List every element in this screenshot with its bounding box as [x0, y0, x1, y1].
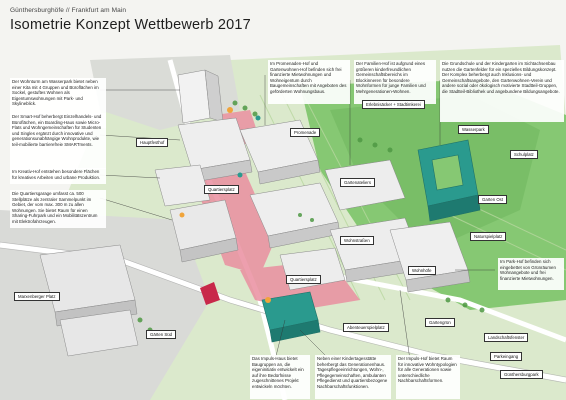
label-erlebnisacker: Erlebnisäcker + Stadtimkerei [362, 100, 425, 110]
note-impuls-hof-right: Der Impuls-Hof bietet Raum für innovativ… [396, 355, 460, 399]
label-naturspielplatz: Naturspielplatz [470, 232, 507, 242]
note-impuls-hof-left: Das Impuls-Haus bietet Baugruppen an, di… [250, 355, 310, 399]
trees [137, 100, 485, 333]
note-quartiersgarage: Die Quartiersgarage umfasst ca. 500 Stel… [10, 190, 106, 228]
label-quartiersplatz: Quartiersplatz [204, 185, 239, 195]
note-promenaden-hof: Im Promenaden-Hof und Gartenwohnen-Hof b… [268, 60, 350, 104]
label-wohnhoefe: Wohnhöfe [408, 266, 436, 276]
label-parkeingang: Parkeingang [490, 352, 523, 362]
label-abenteuerspielplatz: Abenteuerspielplatz [343, 323, 389, 333]
label-garten-sued: Gärten Süd [146, 330, 176, 340]
leader-lines [99, 75, 495, 361]
note-familien-hof: Der Familien-Hof ist aufgrund eines größ… [354, 60, 436, 104]
label-wasserpark: Wasserpark [458, 125, 489, 135]
label-wohnstrassen: Wohnstraßen [340, 236, 374, 246]
label-garten-ost: Garten Ost [478, 195, 508, 205]
note-generationenhaus: Neben einer Kindertagesstätte beherbergt… [315, 355, 391, 399]
label-guenthersburgpark: Günthersburgpark [500, 370, 543, 380]
buildings [39, 69, 471, 357]
label-marxenberger-platz: Marxenberger Platz [14, 292, 60, 302]
project-subtitle: Günthersburghöfe // Frankfurt am Main [10, 7, 127, 14]
label-landschaftsfenster: Landschaftsfenster [484, 333, 529, 343]
label-hauptfesthof: Hauptfesthof [136, 138, 169, 148]
note-grundschule: Die Grundschule und der Kindergarten im … [440, 60, 564, 122]
label-schulplatz: Schulplatz [510, 150, 538, 160]
label-quartiersplatz-2: Quartiersplatz [286, 275, 321, 285]
label-promenade: Promenade [290, 128, 321, 138]
note-smart-hof: Der Smart-Hof beherbergt Einzelhandels- … [10, 113, 106, 169]
label-gartengruen: Gartengrün [425, 318, 455, 328]
label-gartenateliers: Gartenateliers [340, 178, 375, 188]
highlight-buildings [261, 139, 481, 343]
page-title: Isometrie Konzept Wettbewerb 2017 [10, 17, 251, 33]
note-kreativ-hof: Im Kreativ-Hof entstehen besondere Fläch… [10, 168, 106, 184]
note-park-hof: Im Park-Hof befinden sich eingebettet vo… [498, 258, 564, 290]
markers [179, 107, 271, 303]
